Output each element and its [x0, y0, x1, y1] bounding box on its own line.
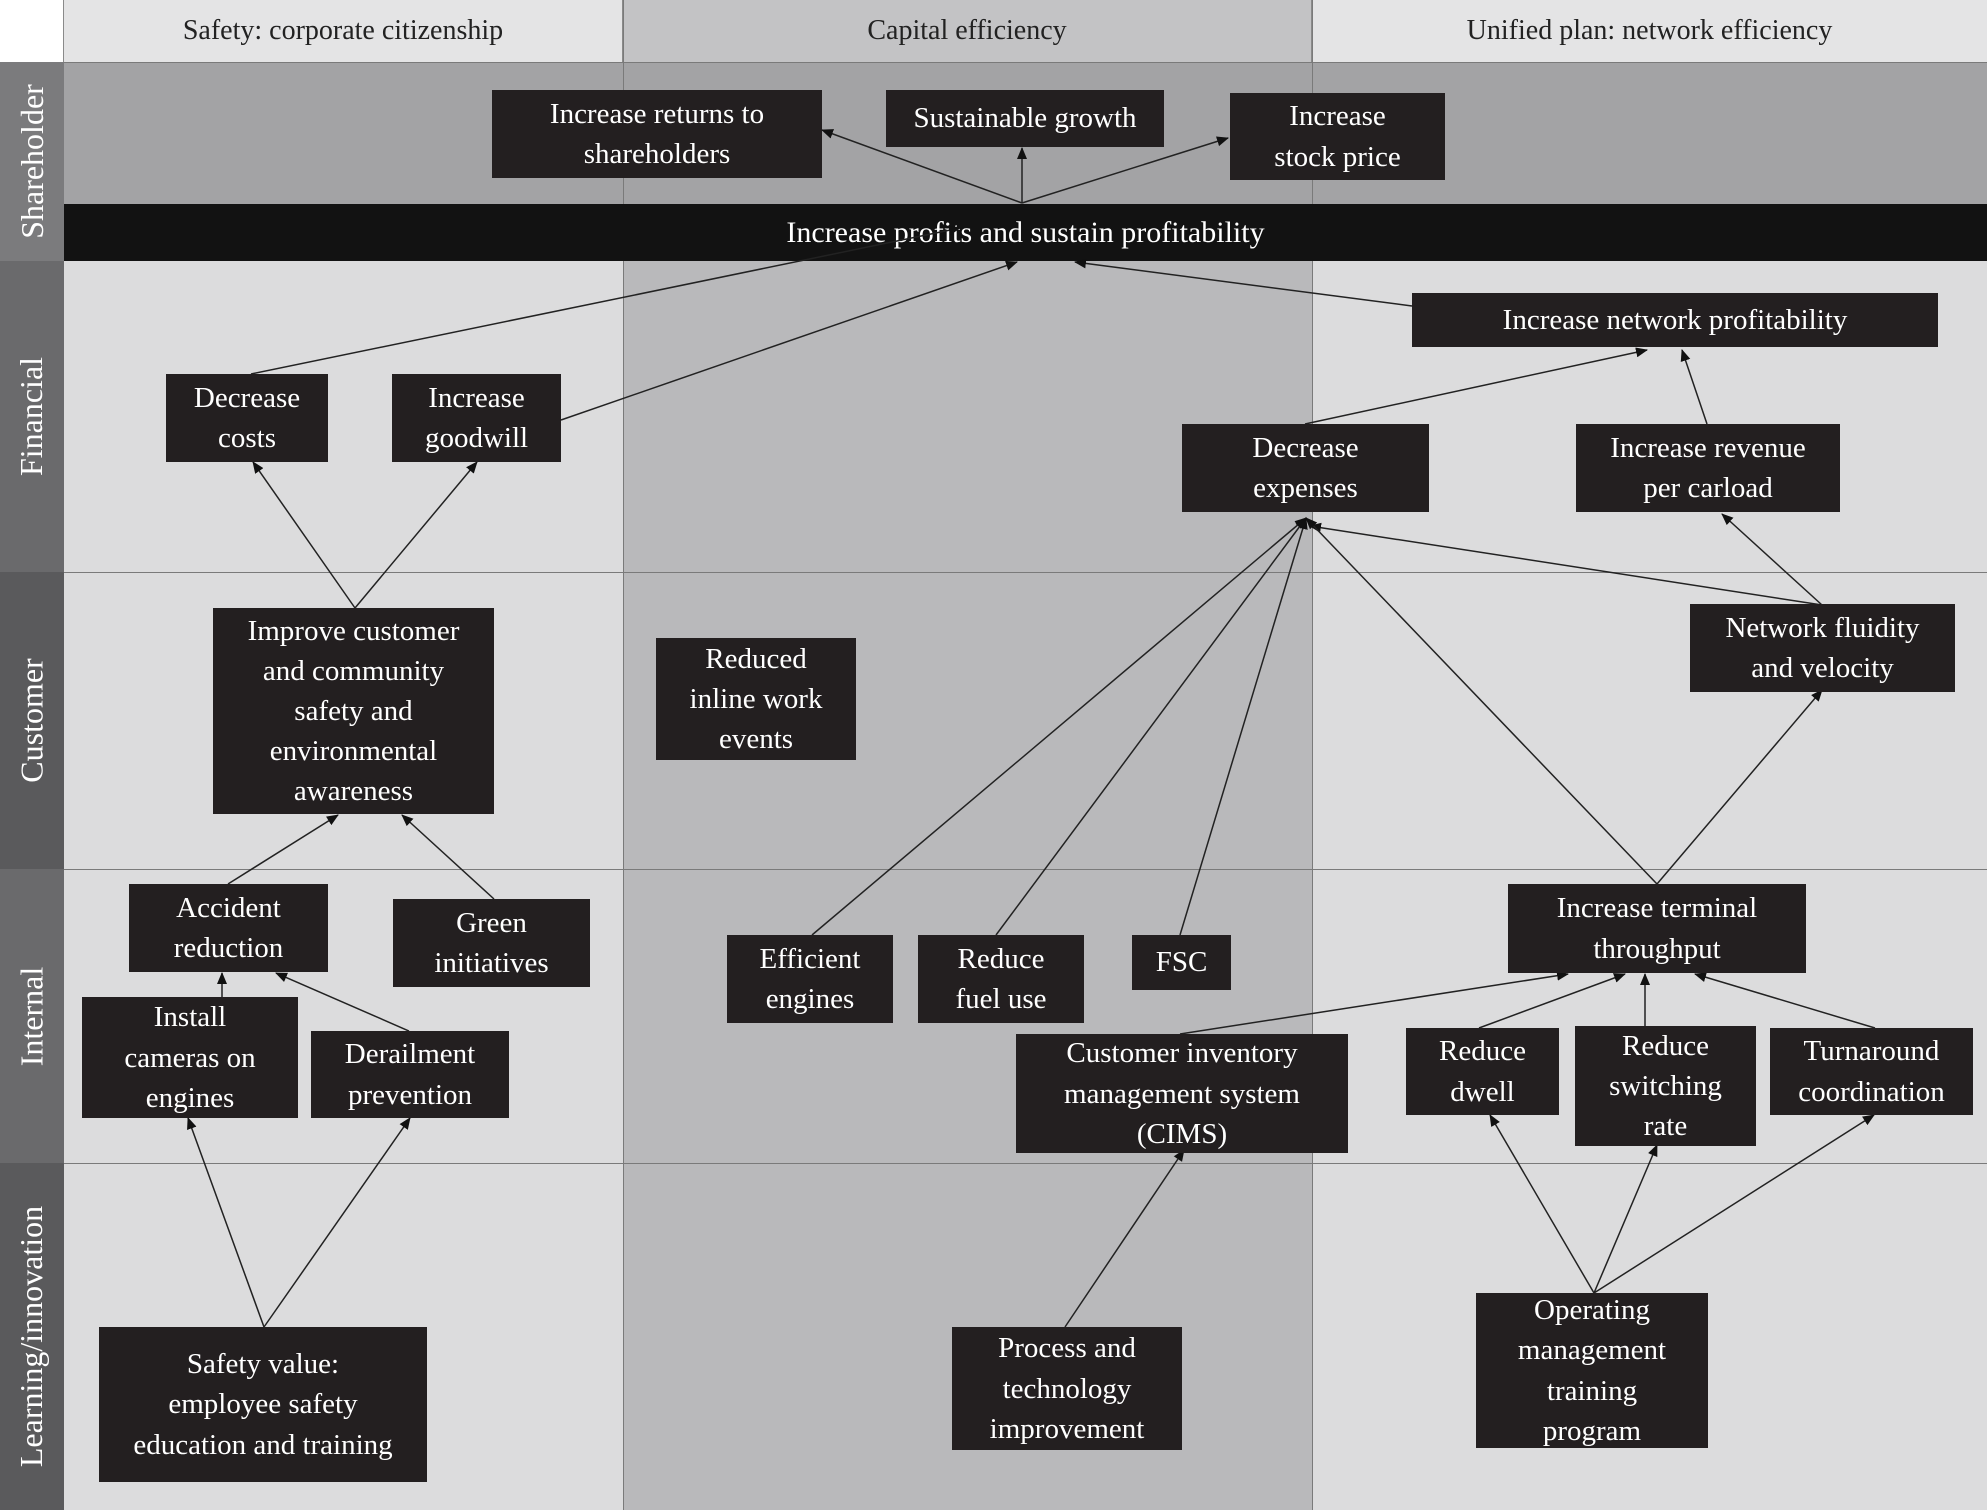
node-network-fluidity: Network fluidity and velocity [1690, 604, 1955, 692]
node-reduced-inline-work-events: Reduced inline work events [656, 638, 856, 760]
node-decrease-expenses: Decrease expenses [1182, 424, 1429, 512]
node-safety-value: Safety value: employee safety education … [99, 1327, 427, 1482]
node-reduce-dwell: Reduce dwell [1406, 1028, 1559, 1115]
node-increase-goodwill: Increase goodwill [392, 374, 561, 462]
arrow-customer-to-costs [252, 461, 356, 609]
node-accident-reduction: Accident reduction [129, 884, 328, 972]
node-process-technology: Process and technology improvement [952, 1327, 1182, 1450]
node-green-initiatives: Green initiatives [393, 899, 590, 987]
arrow-accident-to-customer [227, 814, 339, 885]
arrow-training-to-turnaround [1593, 1114, 1875, 1294]
arrow-training-to-switching [1593, 1144, 1658, 1294]
arrow-fsc-to-expenses [1179, 517, 1308, 936]
node-efficient-engines: Efficient engines [727, 935, 893, 1023]
node-sustainable-growth: Sustainable growth [886, 90, 1164, 147]
arrow-fueluse-to-expenses [995, 517, 1307, 936]
node-operating-management-training: Operating management training program [1476, 1293, 1708, 1448]
arrow-cims-to-terminal [1179, 970, 1569, 1035]
column-header-unified: Unified plan: network efficiency [1312, 0, 1987, 62]
arrow-banner-to-returns [821, 129, 1023, 204]
arrow-turnaround-to-terminal [1694, 972, 1876, 1029]
gridline-customer-internal [0, 869, 1987, 870]
node-increase-terminal-throughput: Increase terminal throughput [1508, 884, 1806, 973]
arrow-engines-to-expenses [811, 517, 1307, 936]
gridline-col2 [1312, 0, 1313, 1510]
row-label-shareholder: Shareholder [0, 62, 64, 261]
node-reduce-fuel-use: Reduce fuel use [918, 935, 1084, 1023]
arrow-fluidity-to-expenses [1309, 522, 1823, 606]
arrow-safetyvalue-to-derailment [263, 1117, 411, 1328]
banner-increase-profits: Increase profits and sustain profitabili… [64, 204, 1987, 261]
node-turnaround-coordination: Turnaround coordination [1770, 1028, 1973, 1115]
arrow-netprofit-to-banner [1074, 258, 1413, 307]
arrow-derailment-to-accident [275, 972, 410, 1032]
arrow-banner-to-stockprice [1021, 136, 1229, 204]
gridline-header [0, 62, 1987, 63]
arrow-fluidity-to-revenue [1721, 513, 1823, 606]
arrow-training-to-dwell [1489, 1114, 1595, 1294]
node-increase-network-profitability: Increase network profitability [1412, 293, 1938, 347]
node-increase-returns: Increase returns to shareholders [492, 90, 822, 178]
arrow-goodwill-to-banner [560, 260, 1018, 421]
arrow-terminal-to-fluidity [1656, 689, 1823, 885]
row-label-financial: Financial [0, 261, 64, 572]
node-cims: Customer inventory management system (CI… [1016, 1034, 1348, 1153]
gridline-financial-customer [0, 572, 1987, 573]
node-install-cameras: Install cameras on engines [82, 997, 298, 1118]
header-corner [0, 0, 64, 62]
column-header-capital: Capital efficiency [623, 0, 1312, 62]
gridline-internal-learning [0, 1163, 1987, 1164]
arrow-customer-to-goodwill [354, 461, 478, 609]
gridline-col1 [623, 0, 624, 1510]
arrow-green-to-customer [401, 814, 495, 900]
arrow-revenue-to-netprofit [1680, 349, 1708, 425]
node-fsc: FSC [1132, 935, 1231, 990]
arrow-terminal-to-expenses [1305, 517, 1658, 885]
column-bg-capital [623, 62, 1312, 1510]
arrow-costs-to-banner [250, 225, 961, 375]
row-label-customer: Customer [0, 572, 64, 869]
node-decrease-costs: Decrease costs [166, 374, 328, 462]
node-increase-stock-price: Increase stock price [1230, 93, 1445, 180]
column-header-safety: Safety: corporate citizenship [64, 0, 623, 62]
node-increase-revenue-per-carload: Increase revenue per carload [1576, 424, 1840, 512]
row-label-learning: Learning/innovation [0, 1163, 64, 1510]
arrow-process-to-cims [1064, 1149, 1185, 1328]
arrow-dwell-to-terminal [1478, 973, 1626, 1029]
row-label-internal: Internal [0, 869, 64, 1163]
node-reduce-switching-rate: Reduce switching rate [1575, 1026, 1756, 1146]
node-improve-customer-safety: Improve customer and community safety an… [213, 608, 494, 814]
arrow-safetyvalue-to-cameras [187, 1117, 265, 1328]
node-derailment-prevention: Derailment prevention [311, 1031, 509, 1118]
arrow-expenses-to-netprofit [1304, 347, 1648, 425]
